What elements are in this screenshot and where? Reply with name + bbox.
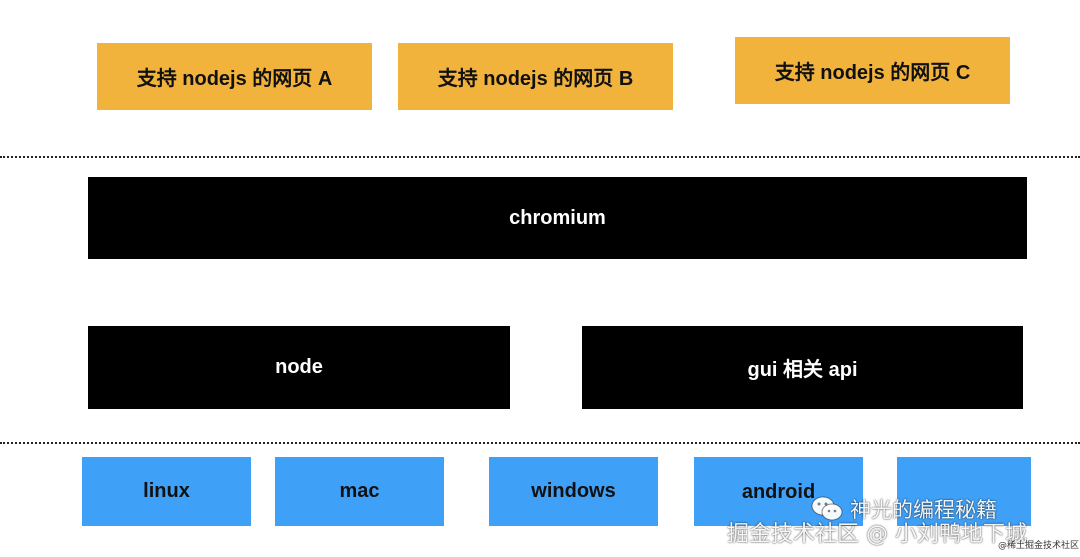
chromium-label: chromium [509, 206, 606, 229]
webpage-a-label: 支持 nodejs 的网页 A [136, 68, 333, 90]
gui-api-box: gui 相关 api [582, 326, 1023, 409]
webpage-c-box: 支持 nodejs 的网页 C [735, 37, 1010, 104]
platform-mac-label: mac [339, 480, 380, 502]
webpage-a-box: 支持 nodejs 的网页 A [97, 43, 372, 110]
platform-other-box [897, 457, 1031, 526]
webpage-c-label: 支持 nodejs 的网页 C [774, 62, 971, 84]
platform-linux-label: linux [143, 480, 190, 502]
platform-mac-box: mac [275, 457, 444, 526]
chromium-box: chromium [88, 177, 1027, 259]
node-label: node [275, 356, 323, 378]
node-box: node [88, 326, 510, 409]
webpage-b-label: 支持 nodejs 的网页 B [437, 68, 634, 90]
divider-top [0, 156, 1080, 158]
watermark-wechat: 神光的编程秘籍 [810, 494, 997, 524]
platform-linux-box: linux [82, 457, 251, 526]
wechat-icon [810, 495, 844, 523]
watermark-line3: @稀土掘金技术社区 [998, 541, 1080, 551]
watermark-line1: 神光的编程秘籍 [850, 498, 997, 522]
platform-android-box: android [694, 457, 863, 526]
platform-windows-label: windows [531, 480, 616, 502]
divider-bottom [0, 442, 1080, 444]
platform-windows-box: windows [489, 457, 658, 526]
gui-api-label: gui 相关 api [747, 359, 858, 381]
webpage-b-box: 支持 nodejs 的网页 B [398, 43, 673, 110]
platform-android-label: android [741, 481, 816, 503]
watermark-line2: 掘金技术社区 @ 小刘鸭地下城 [727, 522, 1027, 547]
